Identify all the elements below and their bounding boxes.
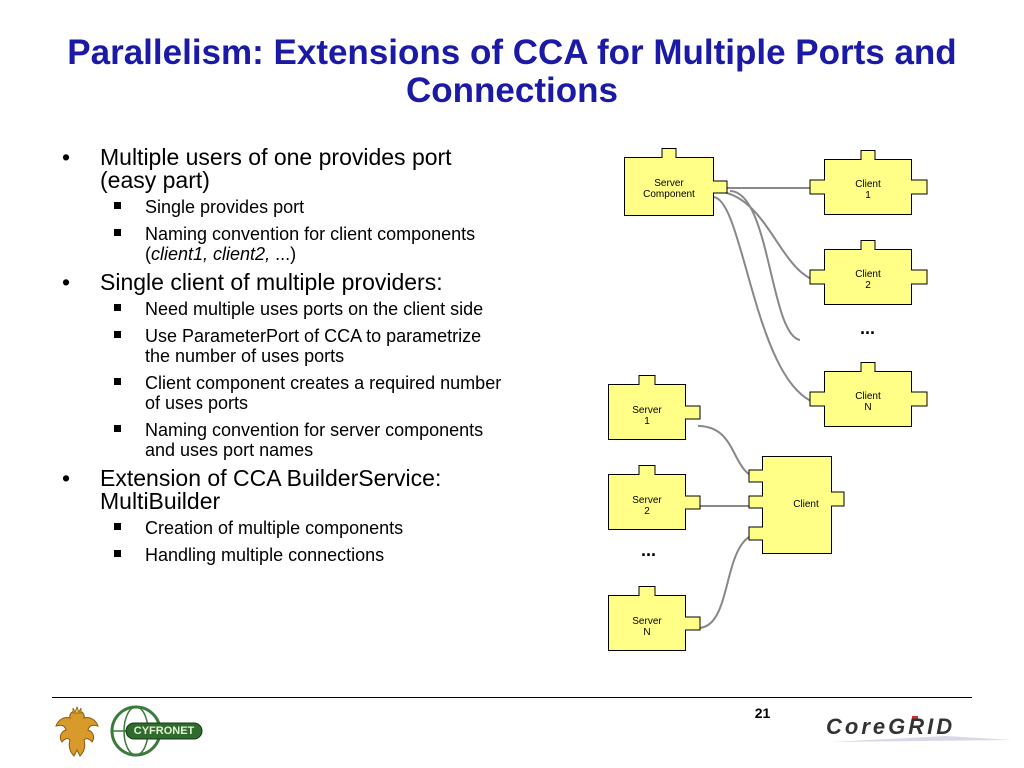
bullet-3-text: Extension of CCA BuilderService: MultiBu… — [100, 465, 442, 514]
square-bullet-icon — [114, 202, 121, 209]
square-bullet-icon — [114, 331, 121, 338]
sub-bullet: Naming convention for server components … — [100, 420, 502, 460]
bullet-1-text: Multiple users of one provides port (eas… — [100, 144, 452, 193]
coregrid-logo: CoreGRID — [826, 712, 1016, 746]
cyfronet-logo: CYFRONET — [108, 704, 206, 758]
coregrid-logo-text: CoreGRID — [826, 714, 956, 739]
server-component-label-1: Server — [654, 178, 684, 189]
bullet-2: • Single client of multiple providers: N… — [62, 269, 502, 461]
bullet-glyph: • — [62, 269, 71, 295]
bullet-1: • Multiple users of one provides port (e… — [62, 144, 502, 265]
sub-bullet: Client component creates a required numb… — [100, 373, 502, 413]
connector-server-client-dots — [729, 190, 801, 341]
sub-bullet: Creation of multiple components — [100, 518, 502, 538]
footer-divider — [52, 697, 972, 698]
bullet-glyph: • — [62, 465, 71, 491]
eagle-logo-icon — [54, 705, 100, 763]
page-number: 21 — [754, 705, 771, 721]
cyfronet-logo-text: CYFRONET — [133, 725, 195, 737]
sub-bullet: Need multiple uses ports on the client s… — [100, 299, 502, 319]
connector-server-clientN — [712, 196, 826, 406]
sub-bullet: Handling multiple connections — [100, 545, 502, 565]
square-bullet-icon — [114, 304, 121, 311]
connector-serverN-client — [697, 532, 763, 629]
client-piece: Client — [748, 456, 845, 554]
sub-bullet: Naming convention for client components … — [100, 224, 502, 264]
square-bullet-icon — [114, 425, 121, 432]
server-component-label-2: Component — [643, 189, 695, 200]
bullet-glyph: • — [62, 144, 71, 170]
sub-bullet: Single provides port — [100, 197, 502, 217]
square-bullet-icon — [114, 523, 121, 530]
server-ellipsis: ... — [641, 540, 657, 560]
client-ellipsis: ... — [860, 318, 876, 338]
square-bullet-icon — [114, 378, 121, 385]
square-bullet-icon — [114, 229, 121, 236]
square-bullet-icon — [114, 550, 121, 557]
bullet-3: • Extension of CCA BuilderService: Multi… — [62, 465, 502, 566]
bullet-2-text: Single client of multiple providers: — [100, 269, 443, 295]
bullet-list: • Multiple users of one provides port (e… — [62, 146, 502, 572]
slide-title: Parallelism: Extensions of CCA for Multi… — [67, 33, 957, 110]
sub-bullet: Use ParameterPort of CCA to parametrize … — [100, 326, 502, 366]
